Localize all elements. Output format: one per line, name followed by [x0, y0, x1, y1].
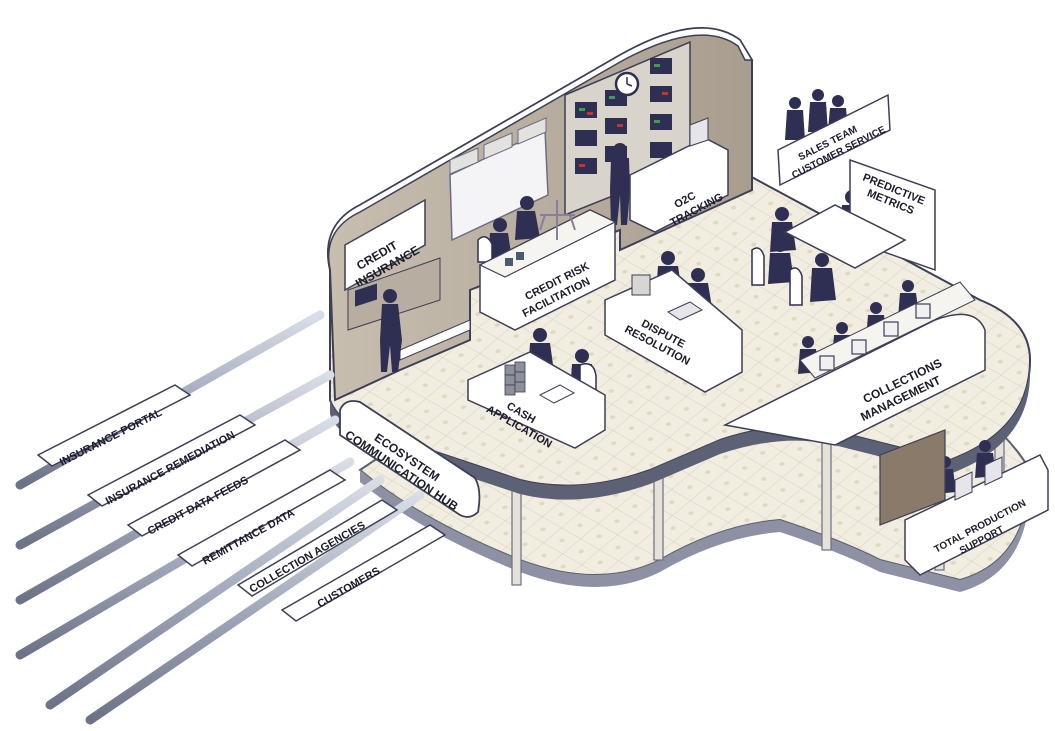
credit-insurance-station: CREDIT INSURANCE — [344, 198, 471, 361]
predictive-station: PREDICTIVE METRICS — [783, 158, 936, 272]
collections-station: COLLECTIONS MANAGEMENT — [722, 281, 986, 446]
